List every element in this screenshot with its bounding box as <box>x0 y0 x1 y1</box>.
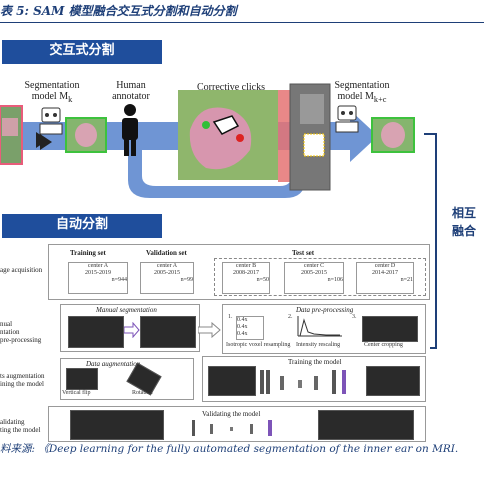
cropped-scan <box>362 316 418 342</box>
aug-item-rotation: Rotation <box>132 390 153 396</box>
side-label-line2: 融合 <box>452 224 477 238</box>
center-card-4: center D 2014-2017 n=21 <box>356 262 414 294</box>
figure-title: 表 5: SAM 模型融合交互式分割和自动分割 <box>0 4 237 18</box>
preproc-num-1: 1. <box>228 314 233 320</box>
interactive-flow-diagram <box>0 83 437 208</box>
side-bracket-lower <box>430 208 437 349</box>
intensity-histogram <box>297 316 342 337</box>
training-network <box>260 370 346 394</box>
preproc-step-3: Center cropping <box>364 342 403 348</box>
annotator-label: Human annotator <box>112 80 150 102</box>
manual-seg-title: Manual segmentation <box>96 306 157 314</box>
validation-input-scan <box>70 410 164 440</box>
test-set-title: Test set <box>292 249 315 257</box>
human-annotator-icon <box>122 104 138 156</box>
model-icon-1 <box>36 107 63 150</box>
row-label-augmentation: ts augmentation ining the model <box>0 372 45 388</box>
seg-model-label-1: Segmentation model Mk <box>24 80 80 104</box>
test-set-frame <box>214 258 426 296</box>
center-card-3: center C 2005-2015 n=106 <box>284 262 344 294</box>
training-input-scan <box>208 366 256 396</box>
title-divider <box>0 22 484 23</box>
center-card-2: center B 2008-2017 n=50 <box>222 262 270 294</box>
training-output-scan <box>366 366 420 396</box>
row-label-validation: alidating ting the model <box>0 418 41 434</box>
side-label-line1: 相互 <box>452 206 477 220</box>
hand-icon <box>212 115 240 135</box>
manual-arrow <box>124 322 140 338</box>
preproc-step-2: Intensity rescaling <box>296 342 341 348</box>
validating-title: Validating the model <box>202 410 261 418</box>
row-label-manual: nual ntation pre-processing <box>0 320 42 344</box>
row2-connector-arrow <box>198 322 221 338</box>
training-set-title: Training set <box>70 249 106 257</box>
model-icon-2 <box>335 105 359 133</box>
preproc-num-3: 3. <box>352 314 357 320</box>
voxel-cube: 0.4x 0.4x 0.4x <box>236 316 264 340</box>
source-note: 料来源: 《Deep learning for the fully automa… <box>0 443 459 455</box>
preprocess-title: Data pre-processing <box>296 306 354 314</box>
validation-set-title: Validation set <box>146 249 187 257</box>
automatic-banner: 自动分割 <box>2 214 162 238</box>
side-label: 相互 融合 <box>452 204 484 240</box>
preproc-step-1: Isotropic voxel resampling <box>226 342 291 348</box>
manual-scan-2 <box>140 316 196 348</box>
validation-network <box>192 420 272 436</box>
manual-scan-1 <box>68 316 124 348</box>
preproc-num-2: 2. <box>288 314 293 320</box>
center-card-1: center A 2005-2015 n=99 <box>140 262 194 294</box>
row-label-acquisition: age acquisition <box>0 266 43 274</box>
corrective-label: Corrective clicks <box>196 82 266 93</box>
aug-item-flip: Vertical flip <box>62 390 91 396</box>
training-title: Training the model <box>288 358 342 366</box>
augmentation-title: Data augmentation <box>86 360 141 368</box>
interactive-banner: 交互式分割 <box>2 40 162 64</box>
flip-scan <box>66 368 98 390</box>
center-card-0: center A 2015-2019 n=944 <box>68 262 128 294</box>
validation-output-scan <box>318 410 414 440</box>
seg-model-label-2: Segmentation model Mk+c <box>334 80 390 104</box>
loop-arrow <box>128 148 305 198</box>
side-bracket <box>424 133 437 208</box>
